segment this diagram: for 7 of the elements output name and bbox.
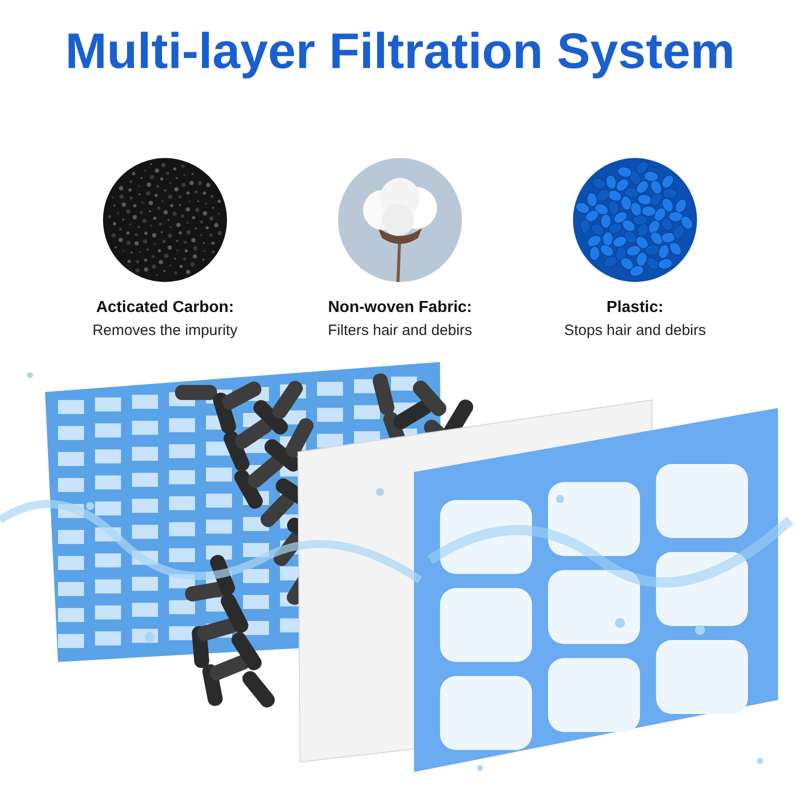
- material-name: Non-woven Fabric:: [328, 298, 472, 318]
- material-description: Removes the impurity: [92, 321, 238, 341]
- material-description: Filters hair and debirs: [328, 321, 472, 341]
- title: Multi-layer Filtration System: [65, 22, 735, 81]
- material-name: Plastic:: [606, 298, 664, 318]
- material-name: Acticated Carbon:: [96, 298, 234, 318]
- material-description: Stops hair and debirs: [564, 321, 706, 341]
